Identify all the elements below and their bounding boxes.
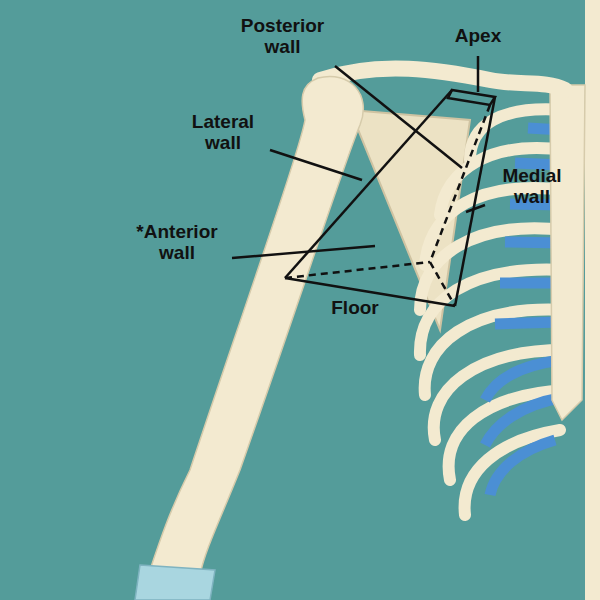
elbow-joint (135, 565, 215, 600)
part-label: *Anterior wall (122, 222, 232, 263)
spine (585, 0, 600, 600)
leader-lines (232, 56, 485, 258)
part-label: Medial wall (486, 166, 578, 207)
humerus (150, 76, 363, 575)
part-label: Lateral wall (178, 112, 268, 153)
sternum (550, 85, 585, 420)
part-label: Floor (318, 298, 392, 319)
part-label: Apex (438, 26, 518, 47)
axilla-pyramid (285, 90, 495, 306)
part-label: Posterior wall (230, 16, 335, 57)
clavicle (320, 68, 565, 90)
